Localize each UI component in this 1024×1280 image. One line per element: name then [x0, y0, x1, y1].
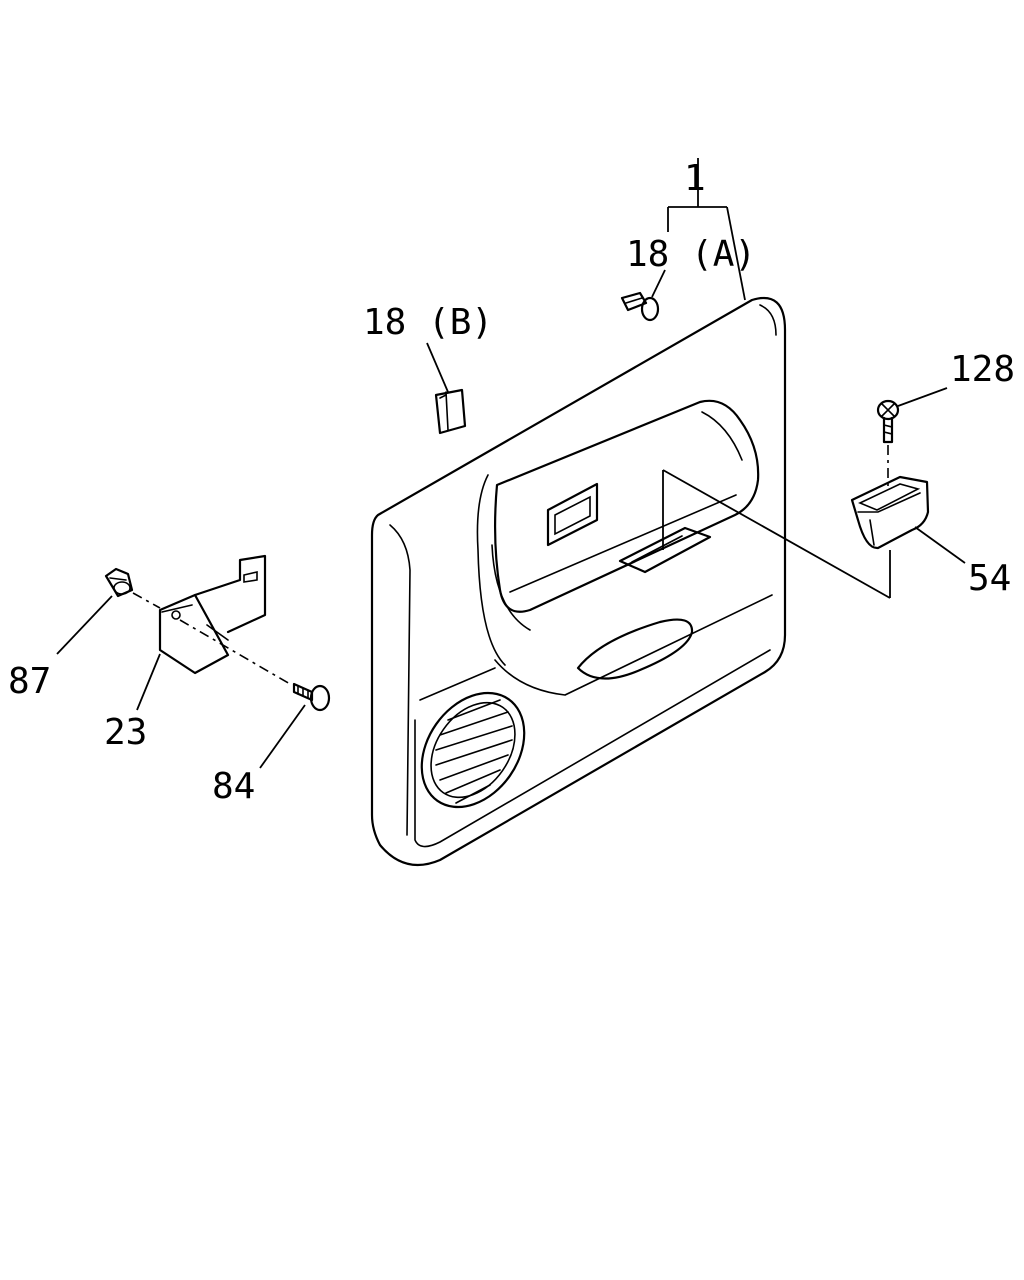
- label-87: 87: [8, 661, 51, 702]
- screw-84: [179, 619, 331, 769]
- pocket-54: [850, 475, 966, 564]
- label-23: 23: [104, 712, 147, 753]
- door-trim-panel: [370, 296, 787, 867]
- clip-b: [426, 342, 467, 435]
- label-18a: 18 (A): [626, 234, 756, 275]
- label-84: 84: [212, 766, 255, 807]
- label-54: 54: [968, 558, 1011, 599]
- clip-a: [620, 269, 666, 322]
- pocket-connector: [662, 469, 891, 599]
- screw-128: [876, 387, 948, 490]
- label-18b: 18 (B): [363, 302, 493, 343]
- speaker-grille: [420, 691, 526, 809]
- clip-87: [56, 567, 161, 655]
- callout-labels: 1 18 (A) 18 (B) 128 54 87 23 84: [8, 158, 1015, 807]
- leader-1: [667, 158, 746, 301]
- label-1: 1: [684, 158, 706, 199]
- bracket-23: [136, 554, 267, 711]
- label-128: 128: [950, 349, 1015, 390]
